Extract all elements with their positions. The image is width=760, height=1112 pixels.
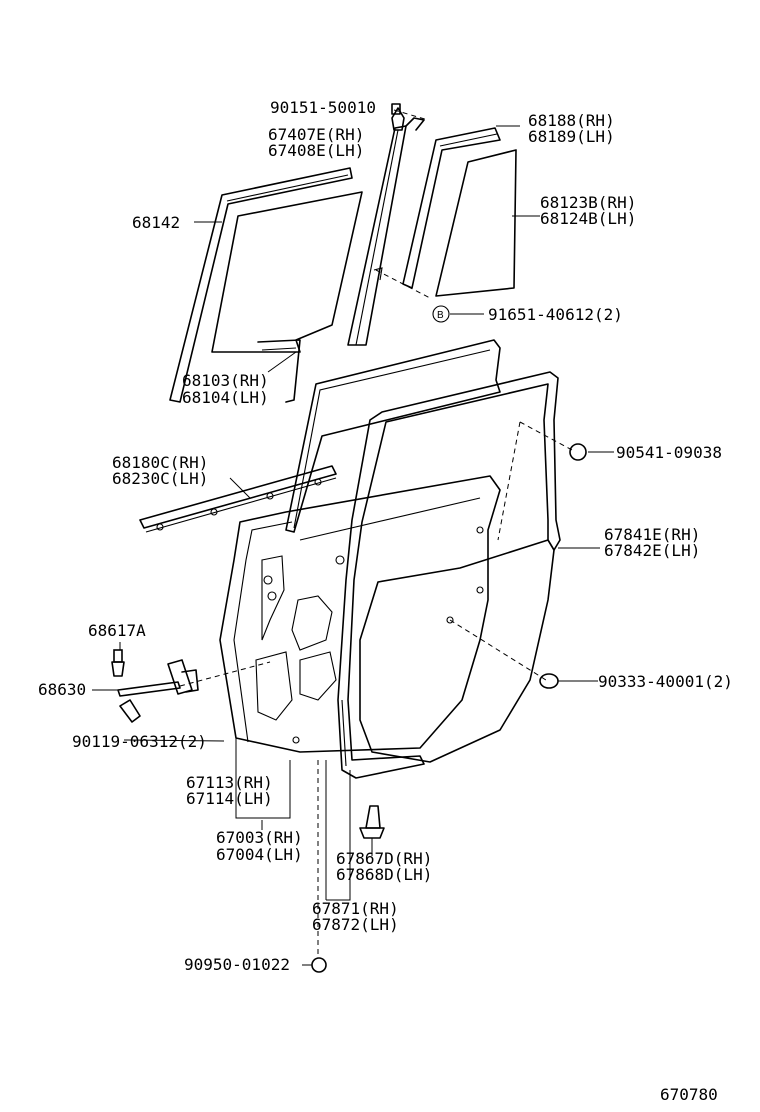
- bolt-68617a: [111, 649, 125, 677]
- label-68630: 68630: [38, 680, 86, 699]
- dashed-lines: [179, 109, 573, 958]
- label-67113: 67113(RH): [186, 773, 273, 792]
- label-90950: 90950-01022: [184, 955, 290, 974]
- label-68189: 68189(LH): [528, 127, 615, 146]
- label-91651: 91651-40612(2): [488, 305, 623, 324]
- door-check-68630: [117, 659, 199, 697]
- plug-90950: [311, 957, 327, 973]
- label-68617a: 68617A: [88, 621, 146, 640]
- door-glass-68103: [211, 191, 363, 403]
- label-67004: 67004(LH): [216, 845, 303, 864]
- service-hole-cover-67841e: [359, 539, 555, 763]
- division-bar-67407e: [347, 107, 425, 346]
- label-mark-b: B: [437, 310, 444, 321]
- label-90151: 90151-50010: [270, 98, 376, 117]
- label-67842e: 67842E(LH): [604, 541, 700, 560]
- label-67867d: 67867D(RH): [336, 849, 432, 868]
- label-67408e: 67408E(LH): [268, 141, 364, 160]
- door-panel-67003: [219, 475, 501, 753]
- label-67407e: 67407E(RH): [268, 125, 364, 144]
- label-68188: 68188(RH): [528, 111, 615, 130]
- glass-run-channel-68142: [169, 167, 353, 403]
- label-68104: 68104(LH): [182, 388, 269, 407]
- label-67868d: 67868D(LH): [336, 865, 432, 884]
- belt-moulding-68180c: [139, 465, 337, 533]
- label-67872: 67872(LH): [312, 915, 399, 934]
- leader-lines: [92, 125, 614, 966]
- quarter-weatherstrip-68188: [402, 127, 501, 289]
- label-68142: 68142: [132, 213, 180, 232]
- marker-b-91651: [432, 305, 450, 323]
- label-90333: 90333-40001(2): [598, 672, 733, 691]
- clip-90541: [569, 443, 587, 461]
- opening-weatherstrip-67871: [337, 371, 561, 779]
- part-labels: 90151-50010 67407E(RH) 67408E(LH) 68188(…: [38, 98, 733, 1104]
- diagram-code: 670780: [660, 1085, 718, 1104]
- label-67841e: 67841E(RH): [604, 525, 700, 544]
- quarter-glass-68123b: [435, 149, 517, 297]
- screw-90151: [391, 103, 401, 115]
- label-68123b: 68123B(RH): [540, 193, 636, 212]
- label-67871: 67871(RH): [312, 899, 399, 918]
- plug-90333: [539, 673, 559, 689]
- label-68103: 68103(RH): [182, 371, 269, 390]
- door-weatherstrip-67871: [285, 339, 501, 533]
- label-90119: 90119-06312(2): [72, 732, 207, 751]
- clip-67867d: [359, 805, 385, 839]
- label-68180c: 68180C(RH): [112, 453, 208, 472]
- label-67003: 67003(RH): [216, 828, 303, 847]
- label-68230c: 68230C(LH): [112, 469, 208, 488]
- label-68124b: 68124B(LH): [540, 209, 636, 228]
- label-67114: 67114(LH): [186, 789, 273, 808]
- bolt-90119: [119, 699, 141, 723]
- label-90541: 90541-09038: [616, 443, 722, 462]
